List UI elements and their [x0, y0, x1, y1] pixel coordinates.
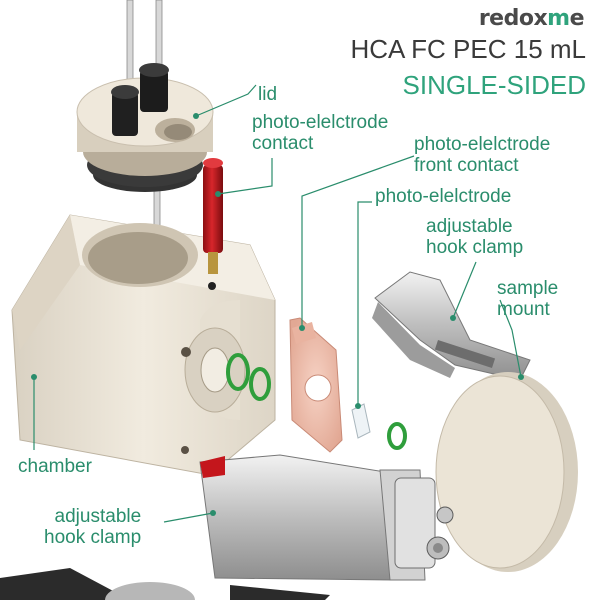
label-line: adjustable	[54, 506, 142, 527]
front-contact-part	[289, 317, 343, 453]
label-hook-clamp-bottom: adjustable hook clamp	[44, 506, 141, 548]
chamber-o-rings	[226, 353, 271, 401]
brand-logo: redoxme	[478, 6, 585, 31]
label-hook-clamp-top: adjustable hook clamp	[426, 216, 523, 258]
label-line: hook clamp	[426, 237, 524, 258]
label-line: mount	[497, 299, 550, 320]
chamber-part	[11, 214, 276, 476]
label-line: front contact	[414, 155, 519, 176]
lid-part	[76, 63, 214, 192]
label-line: photo-elelctrode	[252, 112, 389, 133]
label-line: hook clamp	[44, 527, 142, 548]
label-photo-electrode: photo-elelctrode	[375, 186, 512, 207]
leader-lines	[33, 84, 522, 523]
label-sample-mount: sample mount	[497, 278, 558, 320]
label-line: adjustable	[426, 216, 513, 237]
leader-lid	[195, 84, 257, 117]
base-plate-part	[0, 568, 330, 600]
figure-title: HCA FC PEC 15 mL	[350, 34, 586, 64]
leader-contact	[217, 158, 273, 195]
figure-subtitle: SINGLE-SIDED	[402, 70, 587, 100]
upper-hook-clamp-part	[372, 271, 531, 381]
contact-pin-part	[203, 158, 223, 274]
lower-hook-clamp-part	[199, 454, 454, 581]
label-chamber: chamber	[18, 456, 92, 477]
label-line: contact	[252, 133, 314, 154]
brand-logo-accent: m	[547, 6, 570, 31]
label-line: photo-elelctrode	[414, 134, 551, 155]
electrode-o-ring	[387, 422, 407, 450]
photo-electrode-part	[351, 403, 371, 439]
label-front-contact: photo-elelctrode front contact	[414, 134, 550, 176]
leader-sample-mount	[499, 299, 522, 378]
label-lid: lid	[258, 84, 278, 105]
label-line: sample	[497, 278, 559, 299]
leader-hook-top	[452, 261, 477, 319]
leader-hook-bottom	[163, 512, 214, 523]
label-contact: photo-elelctrode contact	[252, 112, 388, 154]
brand-logo-part: e	[569, 6, 585, 31]
brand-logo-part: redox	[478, 6, 548, 31]
leader-photo-electrode	[357, 201, 372, 406]
leader-front-contact	[301, 155, 415, 328]
leader-dots	[31, 113, 524, 516]
sample-mount-part	[435, 372, 578, 572]
